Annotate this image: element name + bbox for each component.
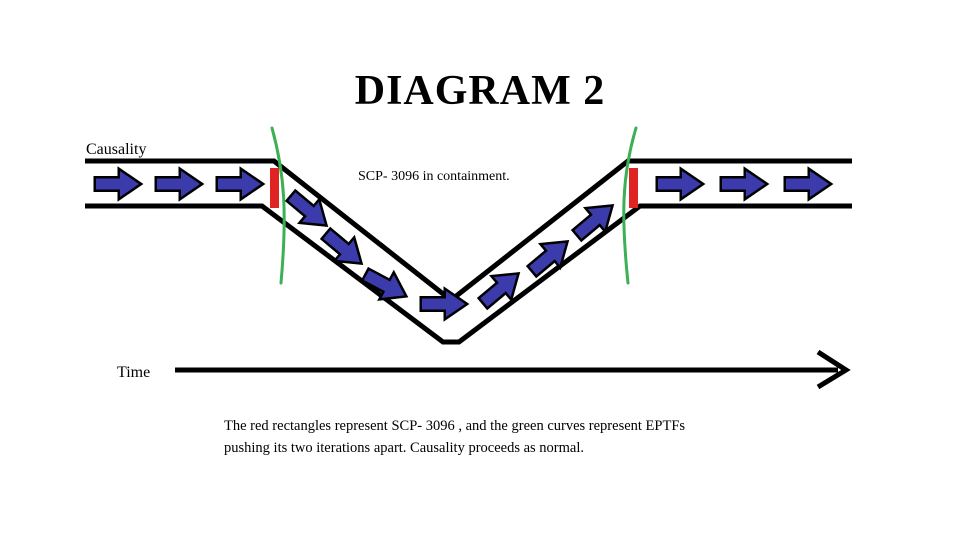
eptf-curve-left [270, 126, 286, 285]
caption: The red rectangles represent SCP- 3096 ,… [224, 418, 685, 456]
eptf-curves [270, 126, 638, 285]
scp-markers [270, 168, 638, 208]
eptf-curve-right [622, 126, 638, 285]
containment-note: SCP- 3096 in containment. [358, 169, 510, 184]
caption-line-1: The red rectangles represent SCP- 3096 ,… [224, 418, 685, 434]
time-axis-label: Time [117, 364, 150, 381]
time-axis-arrowhead-icon [816, 349, 851, 390]
caption-line-2: pushing its two iterations apart. Causal… [224, 440, 584, 456]
red-marker-left [270, 168, 279, 208]
time-axis: Time [117, 349, 851, 390]
causality-axis-label: Causality [86, 141, 146, 158]
red-marker-right [629, 168, 638, 208]
page-title: DIAGRAM 2 [355, 68, 605, 114]
channel-lower-line [85, 203, 852, 345]
